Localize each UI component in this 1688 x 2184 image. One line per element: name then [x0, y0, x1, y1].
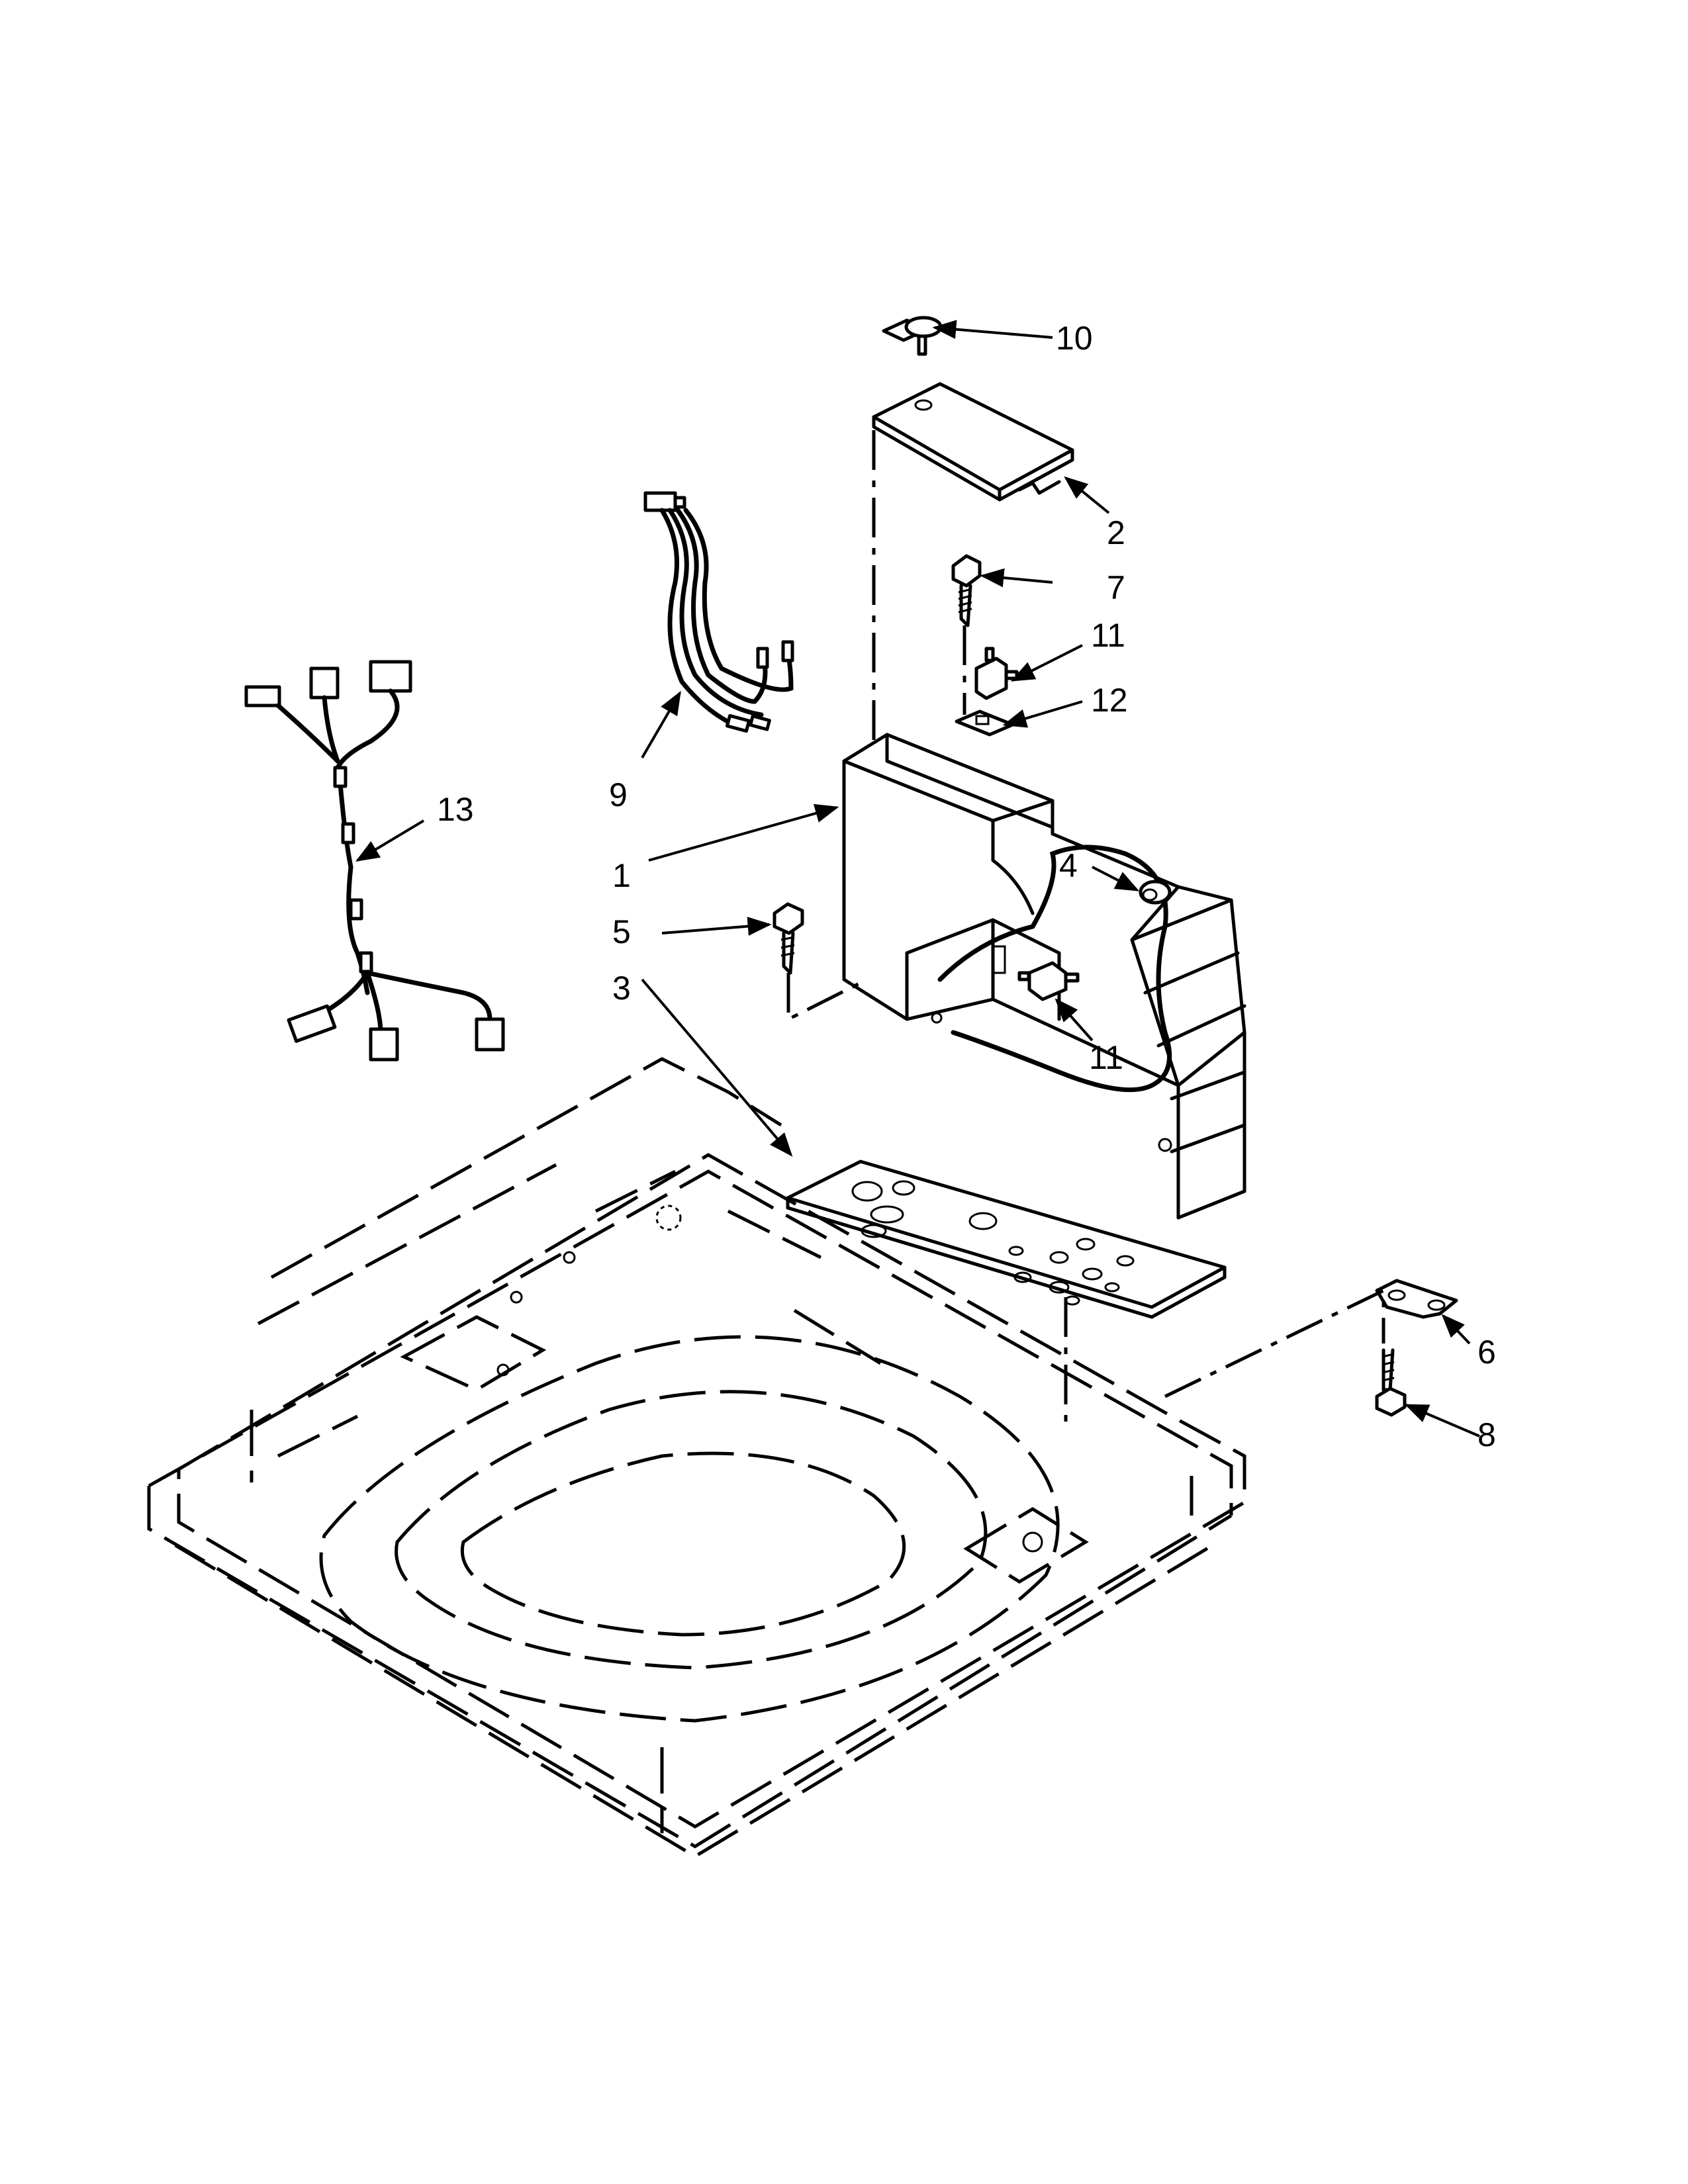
callout-7: 7: [1107, 569, 1125, 606]
callout-13: 13: [437, 791, 474, 828]
leader-lines: [355, 320, 1480, 1437]
switch-bracket: [955, 709, 1015, 737]
housing-screw: [773, 902, 804, 975]
callout-8: 8: [1477, 1416, 1496, 1453]
callout-12: 12: [1091, 682, 1128, 719]
callout-labels: 10 2 7 11 12 9 13 1 4 5 3 11 6 8: [437, 320, 1496, 1453]
mounting-plate: [786, 1160, 1227, 1319]
callout-1: 1: [612, 857, 631, 894]
callout-6: 6: [1477, 1334, 1496, 1371]
housing-cover: [872, 382, 1074, 502]
callout-11-lower: 11: [1089, 1039, 1123, 1076]
ground-bracket: [1375, 1279, 1458, 1319]
wire-harness-short: [643, 491, 794, 733]
base-frame: [147, 1057, 1246, 1858]
cover-clip-screw: [882, 316, 943, 356]
callout-9: 9: [609, 776, 628, 813]
bracket-screw: [1375, 1348, 1407, 1417]
switch-mount-screw: [951, 554, 982, 627]
lid-switch-lower: [1017, 961, 1080, 1001]
callout-4: 4: [1059, 847, 1078, 884]
callout-10: 10: [1056, 320, 1093, 357]
lid-switch-upper: [974, 647, 1019, 700]
callout-2: 2: [1107, 514, 1125, 551]
callout-5: 5: [612, 913, 631, 950]
callout-11-upper: 11: [1091, 617, 1125, 654]
callout-3: 3: [612, 970, 631, 1007]
assembly-lines: [786, 430, 1385, 1430]
wire-harness-main: [244, 660, 505, 1062]
